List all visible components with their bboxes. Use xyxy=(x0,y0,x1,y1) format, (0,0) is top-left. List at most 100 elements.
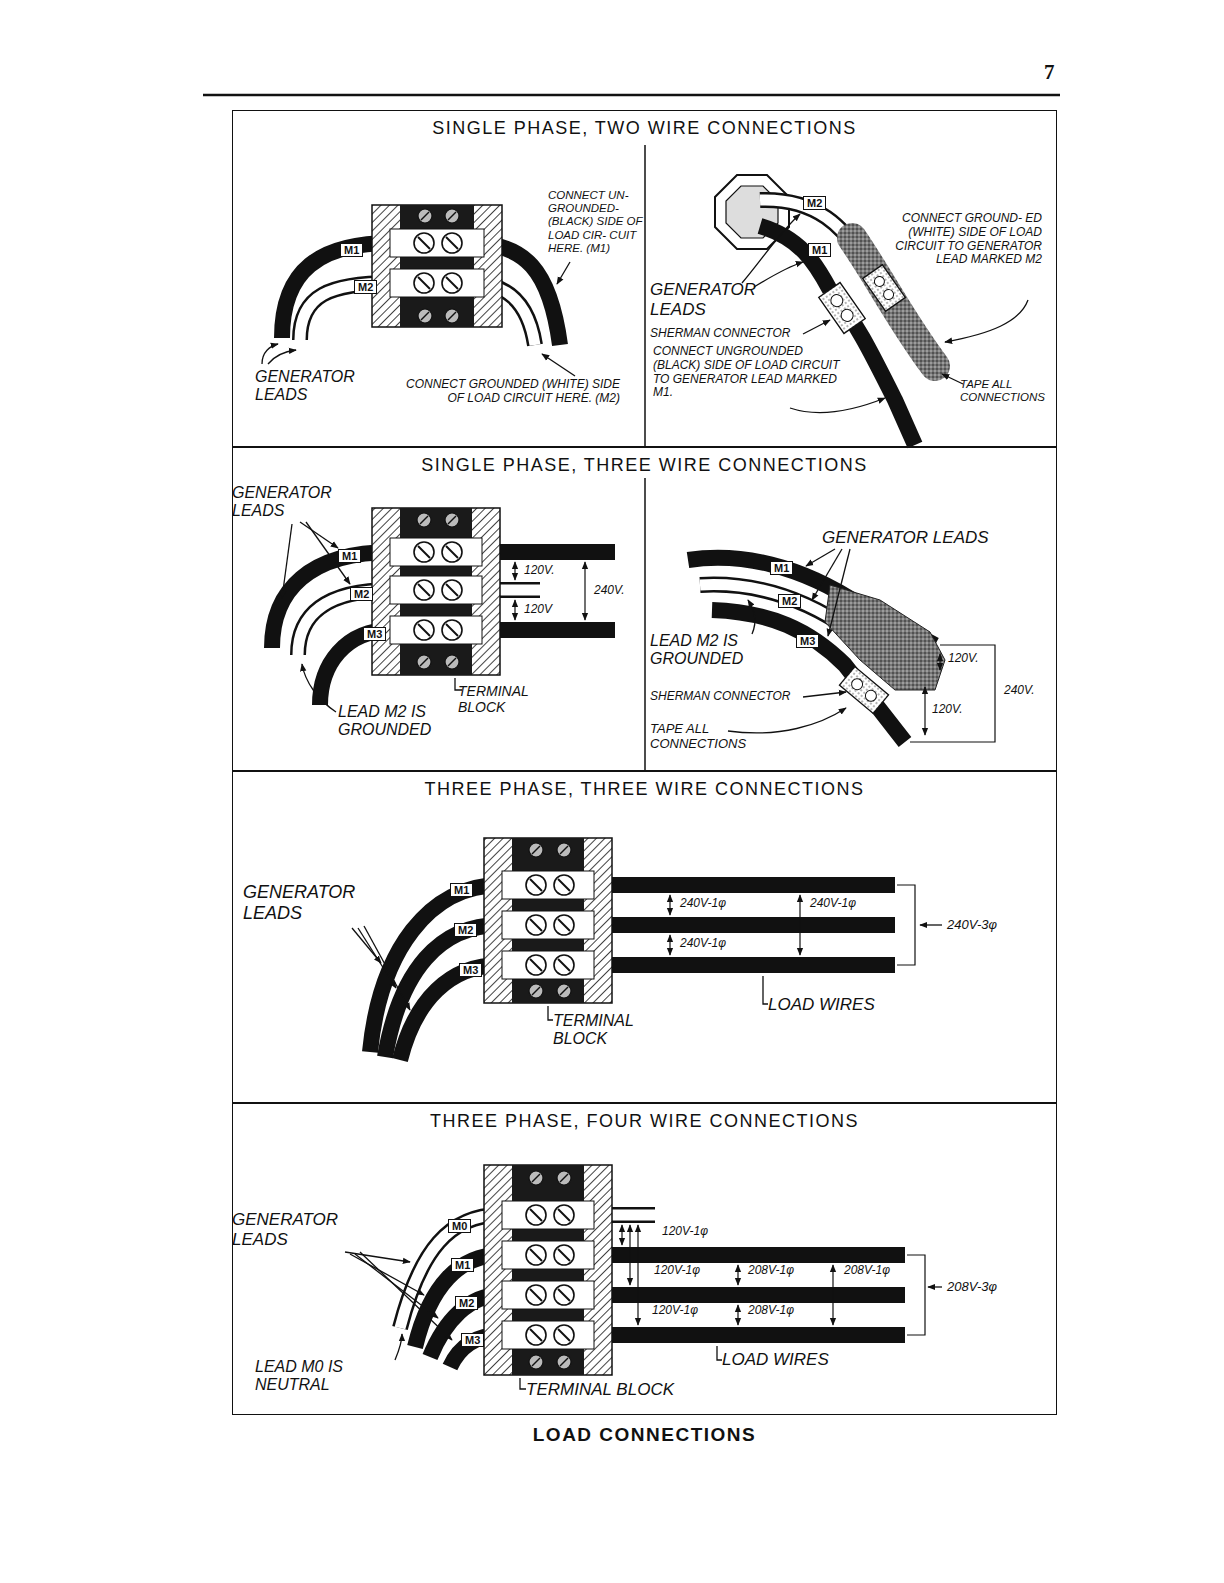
voltage-label: 120V xyxy=(522,603,554,617)
leader-line xyxy=(748,600,755,634)
terminal-block xyxy=(442,620,462,640)
sherman-connector xyxy=(863,265,906,312)
terminal-block xyxy=(390,576,482,604)
terminal-block xyxy=(502,911,594,939)
lead-tag: M2 xyxy=(350,587,373,601)
leader-line xyxy=(282,524,292,598)
terminal-block xyxy=(526,955,546,975)
terminal-block xyxy=(414,542,434,562)
dimension-arrow xyxy=(897,885,915,965)
voltage-label: 240V-1φ xyxy=(678,937,728,951)
dimension-arrow xyxy=(737,1305,738,1325)
voltage-label: 120V-1φ xyxy=(660,1225,710,1239)
terminal-block xyxy=(390,269,484,297)
callout-text: LEAD M0 IS NEUTRAL xyxy=(255,1358,405,1395)
terminal-block xyxy=(372,508,500,675)
leader-line xyxy=(300,522,338,548)
callout-text: TERMINAL BLOCK xyxy=(458,683,578,715)
terminal-block xyxy=(445,209,459,223)
terminal-block xyxy=(502,1321,594,1349)
callout-text: LOAD WIRES xyxy=(722,1350,832,1370)
dimension-arrow xyxy=(584,562,585,620)
wire xyxy=(600,957,895,973)
lead-tag: M3 xyxy=(459,963,482,977)
sherman-connector xyxy=(872,274,886,288)
terminal-block xyxy=(372,508,500,675)
terminal-block xyxy=(417,513,431,527)
terminal-block xyxy=(442,233,462,253)
voltage-label: 120V. xyxy=(522,564,556,578)
lead-tag: M0 xyxy=(448,1219,471,1233)
terminal-block xyxy=(557,1355,571,1369)
lead-tag: M1 xyxy=(451,1258,474,1272)
terminal-block xyxy=(554,915,574,935)
callout-text: CONNECT GROUND- ED (WHITE) SIDE OF LOAD … xyxy=(880,212,1042,267)
voltage-label: 120V-1φ xyxy=(652,1264,702,1278)
lead-tag: M2 xyxy=(354,280,377,294)
voltage-label: 120V. xyxy=(946,652,980,666)
terminal-block xyxy=(502,871,594,899)
leader-line xyxy=(828,549,850,636)
leader-line xyxy=(803,320,830,334)
wire xyxy=(370,885,895,1060)
terminal-block xyxy=(390,616,482,644)
terminal-block xyxy=(445,309,459,323)
terminal-block xyxy=(502,951,594,979)
terminal-block xyxy=(484,838,612,1003)
callout-text: TAPE ALL CONNECTIONS xyxy=(650,722,800,752)
terminal-block xyxy=(445,513,459,527)
dimension-arrow xyxy=(629,1225,630,1285)
leader-line xyxy=(717,1346,722,1360)
terminal-block xyxy=(557,843,571,857)
sherman-connector xyxy=(863,688,878,703)
dimension-arrow xyxy=(637,1225,638,1325)
sherman-connector xyxy=(849,676,864,691)
lead-tag: M3 xyxy=(796,634,819,648)
lead-tag: M1 xyxy=(808,243,831,257)
page-number: 7 xyxy=(1044,60,1055,84)
dimension-arrow xyxy=(621,1225,622,1245)
terminal-block xyxy=(484,838,612,1003)
voltage-label: 240V-1φ xyxy=(678,897,728,911)
terminal-block xyxy=(526,1325,546,1345)
panel-heading: SINGLE PHASE, THREE WIRE CONNECTIONS xyxy=(233,455,1056,477)
lead-tag: M1 xyxy=(770,561,793,575)
wire xyxy=(600,917,895,933)
callout-text: TERMINAL BLOCK xyxy=(526,1380,674,1400)
leader-line xyxy=(790,398,885,413)
terminal-block xyxy=(526,1205,546,1225)
terminal-block xyxy=(554,955,574,975)
wire xyxy=(600,1247,905,1263)
leader-line xyxy=(360,1252,452,1340)
terminal-block xyxy=(414,273,434,293)
leader-line xyxy=(355,1254,438,1318)
terminal-block xyxy=(502,1281,594,1309)
panel-heading: SINGLE PHASE, TWO WIRE CONNECTIONS xyxy=(233,118,1056,140)
leader-line xyxy=(928,1286,942,1287)
terminal-block xyxy=(372,205,502,327)
terminal-block xyxy=(554,1285,574,1305)
leader-line xyxy=(262,214,1028,1389)
terminal-block xyxy=(484,1165,612,1375)
dimension-arrow xyxy=(515,562,995,1335)
terminal-block xyxy=(557,1171,571,1185)
terminal-block xyxy=(554,1325,574,1345)
sherman-connector xyxy=(839,667,888,714)
terminal-block xyxy=(390,229,484,257)
terminal-block xyxy=(442,580,462,600)
leader-line xyxy=(728,708,846,733)
leader-line xyxy=(763,976,768,1004)
leader-line xyxy=(268,350,296,364)
lead-tag: M3 xyxy=(363,627,386,641)
voltage-label: 208V-3φ xyxy=(945,1280,999,1295)
callout-text: TERMINAL BLOCK xyxy=(553,1012,683,1049)
terminal-block xyxy=(414,580,434,600)
terminal-block xyxy=(484,1165,612,1375)
voltage-label: 120V. xyxy=(930,703,964,717)
dimension-arrow xyxy=(799,895,800,955)
sherman-connector xyxy=(863,265,906,312)
callout-text: LOAD WIRES xyxy=(768,995,878,1015)
insulating-tape xyxy=(825,585,945,690)
dimension-arrow xyxy=(939,654,940,670)
leader-line xyxy=(812,549,842,600)
